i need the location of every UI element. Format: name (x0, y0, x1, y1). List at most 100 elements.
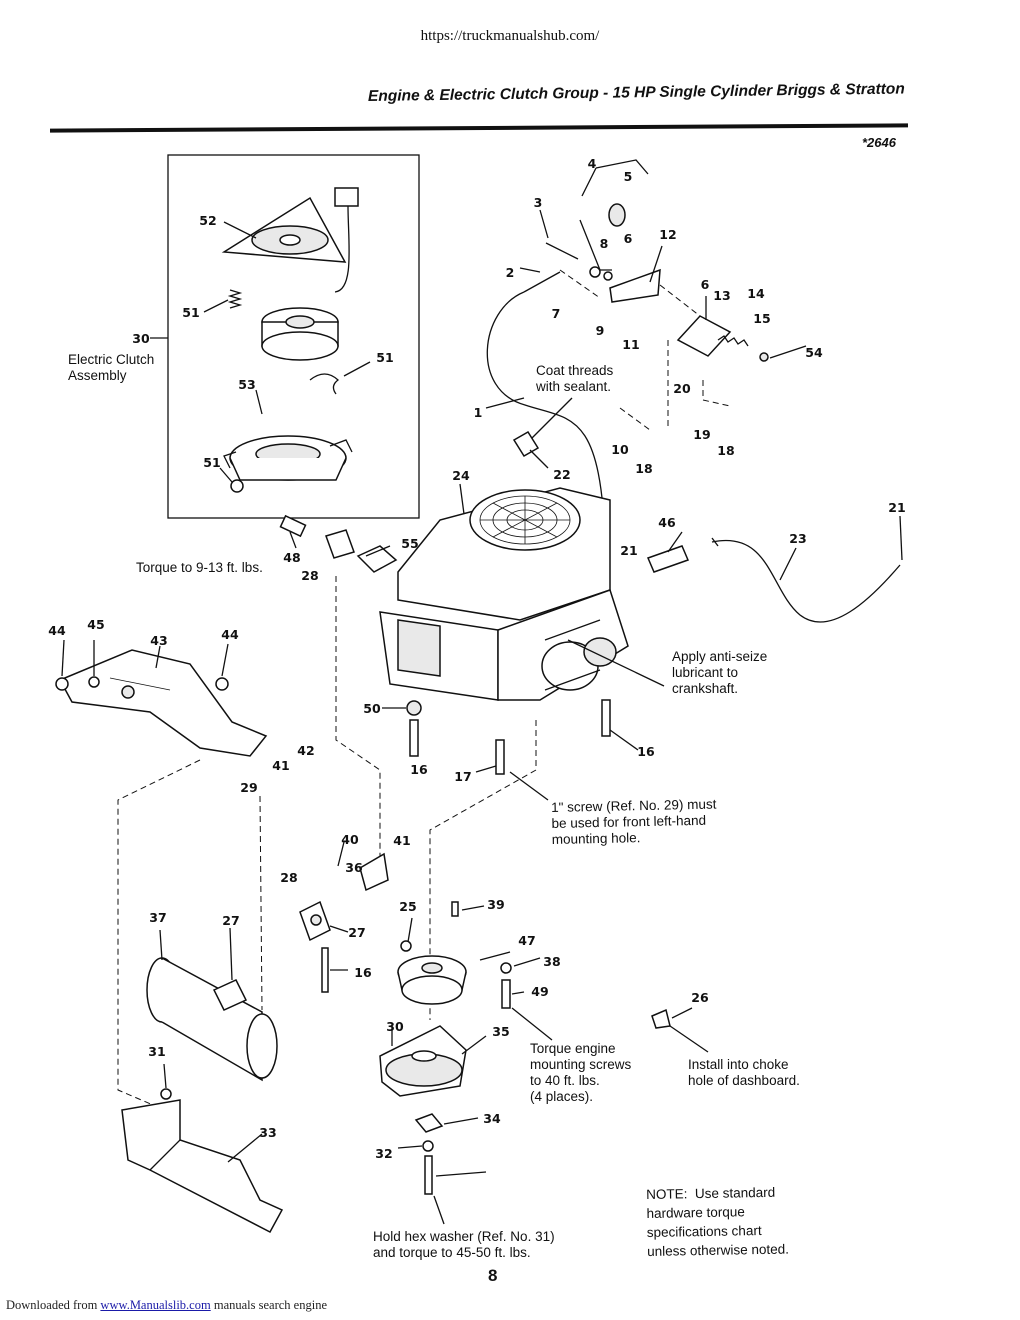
callout-ref-41: 41 (393, 833, 410, 848)
washer-33 (422, 1140, 434, 1152)
callout-ref-28: 28 (280, 870, 297, 885)
electric-clutch-30 (379, 1025, 467, 1097)
callout-ref-13: 13 (713, 288, 730, 303)
callout-ref-55: 55 (401, 536, 418, 551)
callout-ref-20: 20 (673, 381, 691, 396)
callout-ref-23: 23 (789, 531, 806, 546)
callout-ref-42: 42 (297, 743, 314, 758)
bolt-48 (279, 514, 307, 538)
note-coat-threads: Coat threads with sealant. (536, 363, 614, 394)
fuel-fitting (512, 430, 540, 458)
engine-block (379, 487, 629, 701)
callout-ref-32: 32 (375, 1146, 392, 1161)
note-torque-engine: Torque engine mounting screws to 40 ft. … (530, 1041, 632, 1104)
bolt-16-left (409, 719, 419, 757)
callout-ref-10: 10 (611, 442, 629, 457)
clip-45 (88, 676, 100, 688)
muffler-36 (146, 957, 278, 1082)
callout-ref-18: 18 (717, 443, 734, 458)
callout-ref-48: 48 (283, 550, 300, 565)
callout-ref-26: 26 (691, 990, 709, 1005)
callout-ref-16: 16 (410, 762, 428, 777)
choke-cable (486, 291, 606, 541)
choke-grommet-49 (651, 1008, 671, 1029)
callout-ref-6: 6 (701, 277, 710, 292)
choke-knob-46 (646, 545, 690, 573)
key-27-right (479, 951, 511, 961)
callout-ref-30: 30 (132, 331, 150, 346)
screw-35 (160, 1088, 172, 1100)
clip-44-right (215, 677, 229, 691)
callout-ref-34: 34 (483, 1111, 501, 1126)
note-screw-29: 1" screw (Ref. No. 29) must be used for … (551, 796, 717, 847)
page-number: 8 (488, 1266, 498, 1285)
note-torque-48: Torque to 9-13 ft. lbs. (136, 560, 263, 575)
note-choke-hole: Install into choke hole of dashboard. (688, 1057, 800, 1088)
callout-ref-44: 44 (48, 623, 66, 638)
callout-ref-38: 38 (543, 954, 560, 969)
callout-ref-15: 15 (753, 311, 770, 326)
callout-ref-25: 25 (399, 899, 416, 914)
hex-washer-31 (414, 1113, 444, 1133)
bolt-16-right (601, 699, 611, 737)
exhaust-flange-39 (299, 900, 331, 942)
callout-ref-3: 3 (534, 195, 543, 210)
callout-ref-47: 47 (518, 933, 535, 948)
callout-ref-8: 8 (600, 236, 609, 251)
callout-ref-4: 4 (588, 156, 597, 171)
callout-ref-18: 18 (635, 461, 652, 476)
callout-ref-36: 36 (345, 860, 363, 875)
bolt-32 (424, 1155, 433, 1195)
callout-ref-33: 33 (259, 1125, 276, 1140)
callout-ref-21: 21 (888, 500, 905, 515)
throttle-cable-23 (711, 539, 901, 623)
callout-ref-17: 17 (454, 769, 471, 784)
bolt-38 (321, 947, 329, 993)
callout-ref-16: 16 (637, 744, 655, 759)
clutch-inset-box (167, 154, 420, 519)
callout-ref-51: 51 (203, 455, 220, 470)
clutch-armature (223, 435, 353, 481)
clutch-brake-plate (221, 187, 359, 293)
figure-reference-code: *2646 (862, 135, 896, 150)
callout-ref-37: 37 (149, 910, 166, 925)
callout-ref-24: 24 (452, 468, 470, 483)
callout-ref-41: 41 (272, 758, 289, 773)
key-27-left (400, 940, 412, 952)
callout-ref-19: 19 (693, 427, 710, 442)
bolt-16-lower (501, 979, 511, 1009)
callout-ref-14: 14 (747, 286, 765, 301)
callout-ref-1: 1 (474, 405, 483, 420)
clutch-nut (230, 479, 244, 493)
heat-shield-34 (121, 1099, 284, 1234)
mounting-bracket-43 (58, 649, 268, 757)
throttle-bracket (676, 315, 732, 357)
clutch-spring (227, 289, 243, 309)
callout-ref-21: 21 (620, 543, 637, 558)
note-standard-torque: NOTE: Use standard hardware torque speci… (646, 1184, 790, 1259)
callout-ref-12: 12 (659, 227, 676, 242)
footer: Downloaded from www.Manualslib.com manua… (6, 1298, 327, 1313)
source-url[interactable]: https://truckmanualshub.com/ (420, 28, 600, 44)
callout-ref-27: 27 (348, 925, 365, 940)
callout-ref-35: 35 (492, 1024, 509, 1039)
clip-44-left (55, 677, 69, 691)
callout-ref-50: 50 (363, 701, 381, 716)
callout-ref-46: 46 (658, 515, 676, 530)
callout-ref-44: 44 (221, 627, 239, 642)
callout-ref-51: 51 (182, 305, 199, 320)
callout-ref-5: 5 (624, 169, 633, 184)
callout-ref-7: 7 (552, 306, 561, 321)
note-electric-clutch-assembly: Electric Clutch Assembly (68, 352, 155, 383)
callout-ref-54: 54 (805, 345, 823, 360)
callout-ref-6: 6 (624, 231, 633, 246)
pulley-26 (397, 955, 467, 1005)
callout-ref-29: 29 (240, 780, 257, 795)
spring-14 (717, 335, 749, 347)
callout-ref-53: 53 (238, 377, 255, 392)
clutch-rotor (261, 307, 339, 361)
bolt-29 (495, 739, 505, 775)
footer-link[interactable]: www.Manualslib.com (100, 1298, 211, 1312)
callout-ref-30: 30 (386, 1019, 404, 1034)
